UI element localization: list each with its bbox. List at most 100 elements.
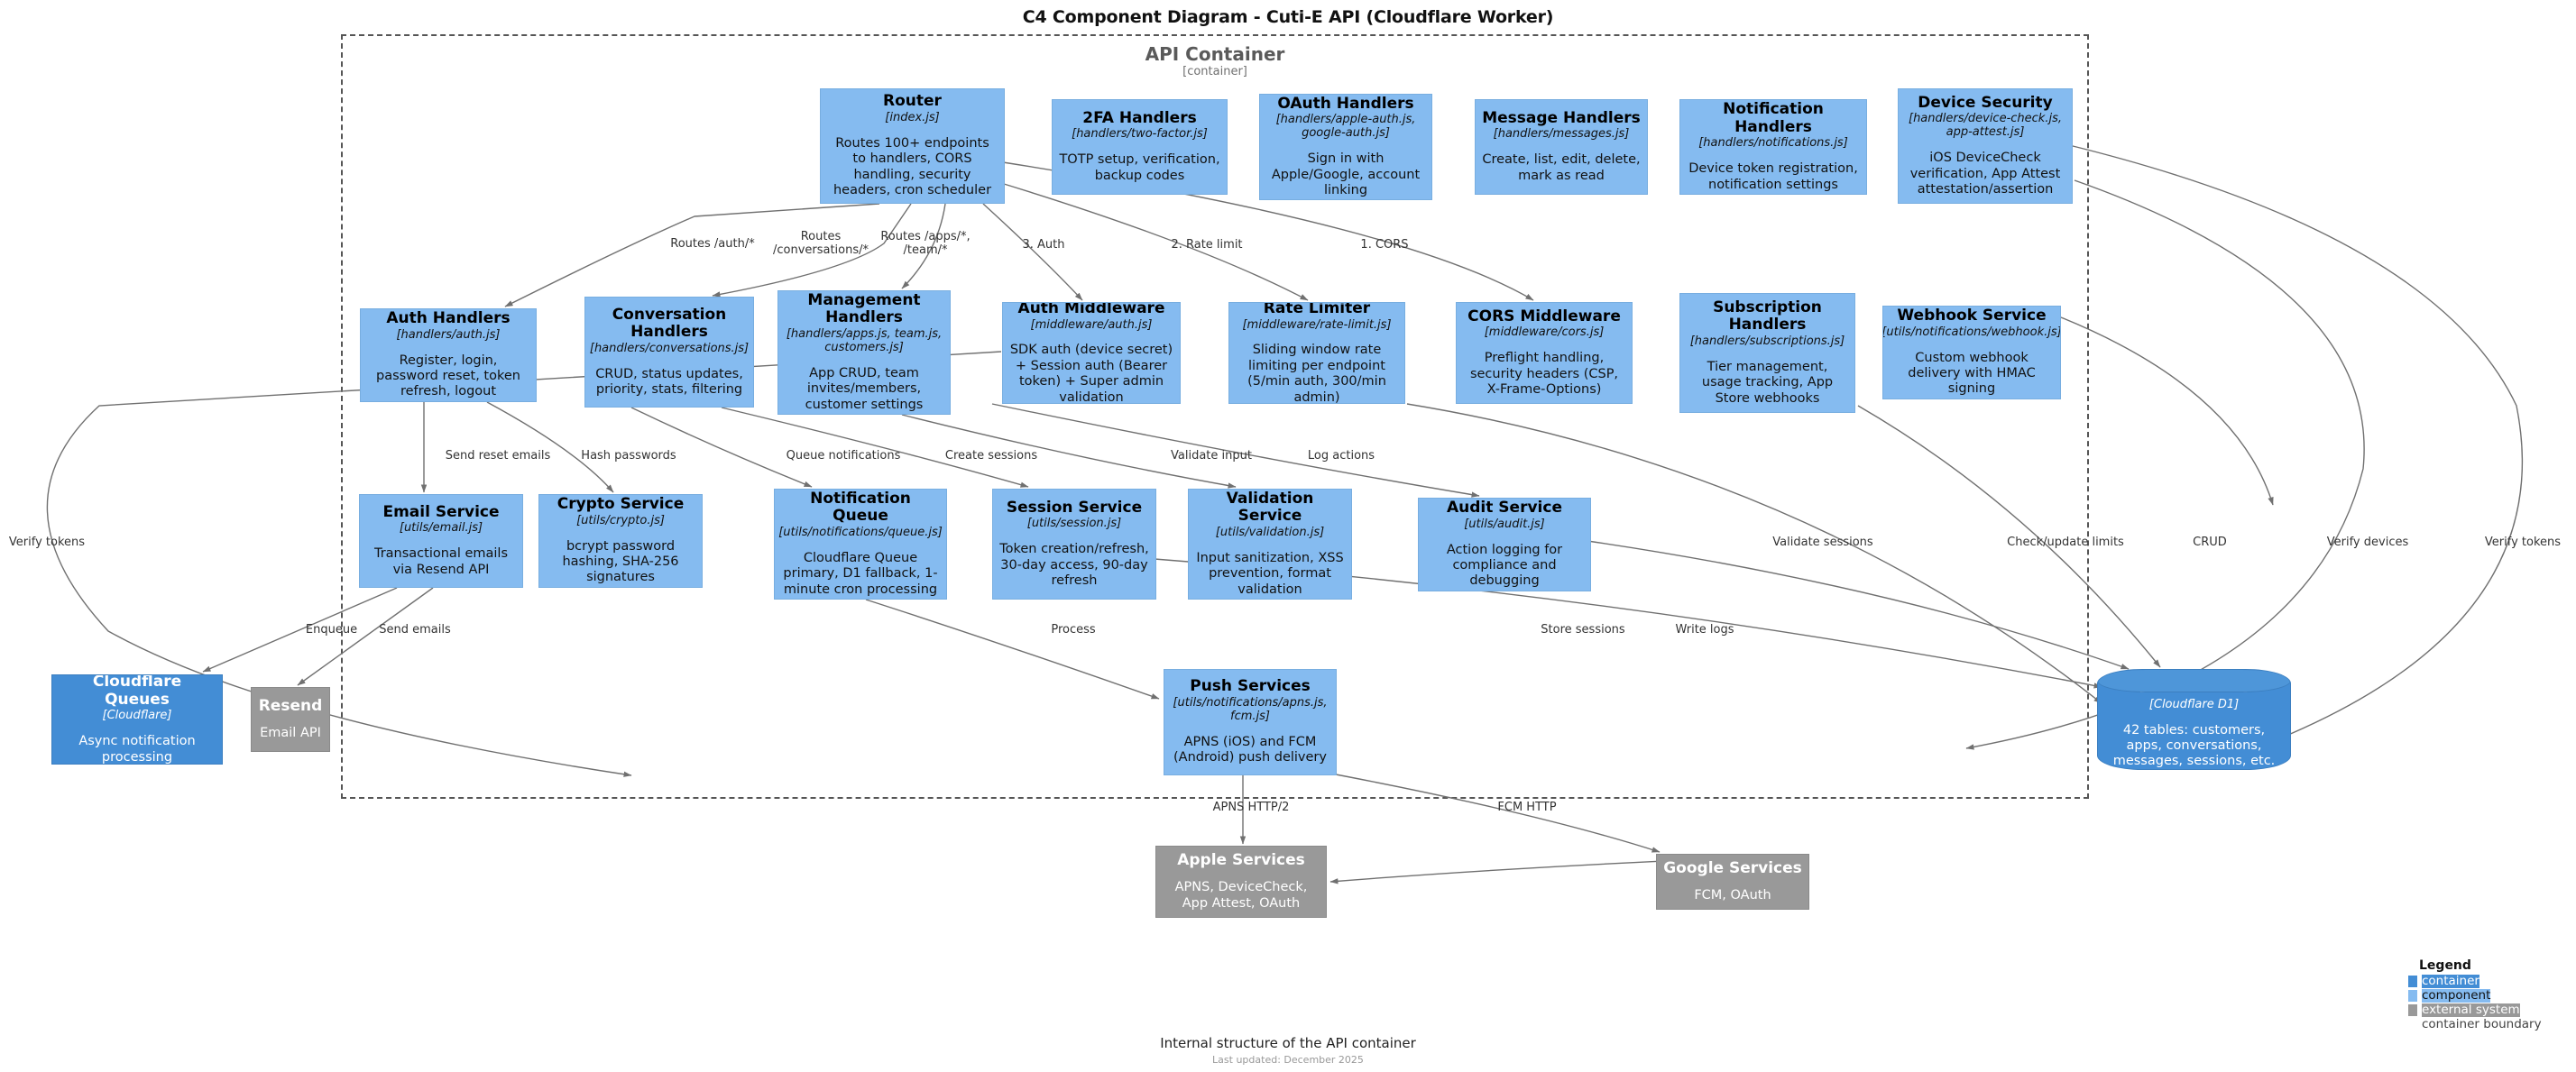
edge-label: Validate input <box>1171 449 1252 463</box>
node-technology: [handlers/apple-auth.js, google-auth.js] <box>1275 113 1416 141</box>
footer-caption: Internal structure of the API container <box>1160 1035 1416 1051</box>
node-technology: [Cloudflare D1] <box>2148 697 2240 711</box>
node-title: Validation Service <box>1226 489 1314 526</box>
node-authmw[interactable]: Auth Middleware[middleware/auth.js] SDK a… <box>1002 302 1181 404</box>
legend-item-boundary: container boundary <box>2406 1018 2569 1031</box>
edge-label: FCM HTTP <box>1497 801 1557 814</box>
node-twofa[interactable]: 2FA Handlers[handlers/two-factor.js]TOTP… <box>1052 99 1228 195</box>
node-title: Webhook Service <box>1897 307 2047 325</box>
edge-label: Write logs <box>1675 623 1734 637</box>
edge-label: 3. Auth <box>1022 238 1065 252</box>
edge-label: Verify devices <box>2326 536 2409 549</box>
node-email[interactable]: Email Service[utils/email.js]Transaction… <box>359 494 523 588</box>
node-oauth[interactable]: OAuth Handlers[handlers/apple-auth.js, g… <box>1259 94 1432 200</box>
node-description: bcrypt password hashing, SHA-256 signatu… <box>562 538 679 585</box>
node-title: Auth Handlers <box>386 309 511 328</box>
page-title: C4 Component Diagram - Cuti-E API (Cloud… <box>1022 7 1554 27</box>
node-technology: [utils/audit.js] <box>1464 517 1545 531</box>
edge-label: Hash passwords <box>581 449 676 463</box>
node-title: Audit Service <box>1447 499 1562 518</box>
node-ratelim[interactable]: Rate Limiter[middleware/rate-limit.js]Sl… <box>1228 302 1405 404</box>
legend-swatch-boundary <box>2408 1019 2417 1031</box>
node-technology: [handlers/apps.js, team.js, customers.js… <box>786 327 943 354</box>
node-title: Notification Handlers <box>1723 100 1824 136</box>
legend-title: Legend <box>2419 958 2471 973</box>
node-description: Tier management, usage tracking, App Sto… <box>1701 359 1834 406</box>
node-title: Resend <box>258 696 323 715</box>
node-title: Push Services <box>1190 677 1311 696</box>
boundary-title: API Container <box>1145 43 1285 65</box>
node-devsec[interactable]: Device Security[handlers/device-check.js… <box>1898 88 2073 204</box>
node-description: FCM, OAuth <box>1694 888 1771 903</box>
edge-label: Queue notifications <box>786 449 901 463</box>
node-description: SDK auth (device secret) + Session auth … <box>1009 343 1173 404</box>
node-crypto[interactable]: Crypto Service[utils/crypto.js]bcrypt pa… <box>538 494 703 588</box>
node-title: Management Handlers <box>807 290 921 327</box>
node-description: Device token registration, notification … <box>1688 161 1858 192</box>
node-title: Notification Queue <box>810 489 911 526</box>
node-audit[interactable]: Audit Service[utils/audit.js]Action logg… <box>1418 498 1591 591</box>
node-validation[interactable]: Validation Service[utils/validation.js]I… <box>1188 489 1352 600</box>
edge-label: 1. CORS <box>1360 238 1409 252</box>
edge-label: Routes /apps/*, /team/* <box>880 230 971 257</box>
node-corsmw[interactable]: CORS Middleware[middleware/cors.js] Prefl… <box>1456 302 1633 404</box>
node-description: 42 tables: customers, apps, conversation… <box>2112 722 2276 769</box>
node-technology: [utils/email.js] <box>399 521 483 536</box>
node-messages[interactable]: Message Handlers[handlers/messages.js]Cr… <box>1475 99 1648 195</box>
node-technology: [handlers/two-factor.js] <box>1072 127 1208 142</box>
legend-label-container: container <box>2422 974 2479 988</box>
node-title: Apple Services <box>1177 850 1305 869</box>
edge-label: Create sessions <box>944 449 1038 463</box>
node-description: iOS DeviceCheck verification, App Attest… <box>1909 151 2061 197</box>
node-description: APNS (iOS) and FCM (Android) push delive… <box>1173 734 1327 765</box>
node-authh[interactable]: Auth Handlers[handlers/auth.js]Register,… <box>360 308 537 402</box>
node-description: App CRUD, team invites/members, customer… <box>805 365 924 412</box>
legend-item-component: component <box>2406 989 2569 1003</box>
node-technology: [middleware/auth.js] <box>1030 317 1153 332</box>
node-session[interactable]: Session Service[utils/session.js]Token c… <box>992 489 1156 600</box>
edge-label: Routes /conversations/* <box>772 230 869 257</box>
node-technology: [handlers/notifications.js] <box>1698 136 1848 151</box>
edge-label: Validate sessions <box>1772 536 1873 549</box>
node-d1[interactable]: D1 Database[Cloudflare D1]42 tables: cus… <box>2097 669 2291 770</box>
node-mgmt[interactable]: Management Handlers[handlers/apps.js, te… <box>777 290 951 415</box>
node-technology: [handlers/device-check.js, app-attest.js… <box>1909 112 2062 140</box>
legend-item-external: external system <box>2406 1003 2569 1017</box>
node-title: Google Services <box>1663 858 1802 877</box>
node-description: Cloudflare Queue primary, D1 fallback, 1… <box>783 550 938 597</box>
edge-label: 2. Rate limit <box>1171 238 1243 252</box>
node-description: Custom webhook delivery with HMAC signin… <box>1908 350 2036 397</box>
node-description: TOTP setup, verification, backup codes <box>1059 152 1220 183</box>
node-technology: [handlers/auth.js] <box>396 327 501 342</box>
node-router[interactable]: Router[index.js]Routes 100+ endpoints to… <box>820 88 1005 204</box>
node-notifh[interactable]: Notification Handlers[handlers/notificat… <box>1679 99 1867 195</box>
node-push[interactable]: Push Services[utils/notifications/apns.j… <box>1164 669 1337 775</box>
node-technology: [utils/session.js] <box>1026 517 1122 531</box>
legend: Legend container component external syst… <box>2406 958 2569 1032</box>
node-webhook[interactable]: Webhook Service[utils/notifications/webh… <box>1882 306 2061 399</box>
node-description: CRUD, status updates, priority, stats, f… <box>595 366 743 398</box>
node-title: Crypto Service <box>557 495 685 514</box>
node-title: CORS Middleware <box>1467 307 1621 325</box>
node-description: Create, list, edit, delete, mark as read <box>1482 152 1641 183</box>
edge-label: Verify tokens <box>2484 536 2562 549</box>
edge-label: Log actions <box>1307 449 1375 463</box>
node-cfqueues[interactable]: Cloudflare Queues[Cloudflare]Async notif… <box>51 674 223 765</box>
edge-label: APNS HTTP/2 <box>1212 801 1290 814</box>
node-description: Sign in with Apple/Google, account linki… <box>1271 151 1421 197</box>
edge-label: Process <box>1051 623 1096 637</box>
node-convh[interactable]: Conversation Handlers[handlers/conversat… <box>584 297 754 408</box>
node-title: Auth Middleware <box>1017 302 1165 317</box>
node-description: Preflight handling, security headers (CS… <box>1469 351 1619 397</box>
node-technology: [utils/notifications/apns.js, fcm.js] <box>1173 695 1328 723</box>
database-cylinder-top <box>2098 670 2290 692</box>
node-subs[interactable]: Subscription Handlers[handlers/subscript… <box>1679 293 1855 413</box>
node-title: Message Handlers <box>1482 108 1641 127</box>
node-technology: [middleware/cors.js] <box>1484 325 1605 340</box>
node-technology: [utils/notifications/queue.js] <box>778 526 943 539</box>
node-queue[interactable]: Notification Queue[utils/notifications/q… <box>774 489 947 600</box>
